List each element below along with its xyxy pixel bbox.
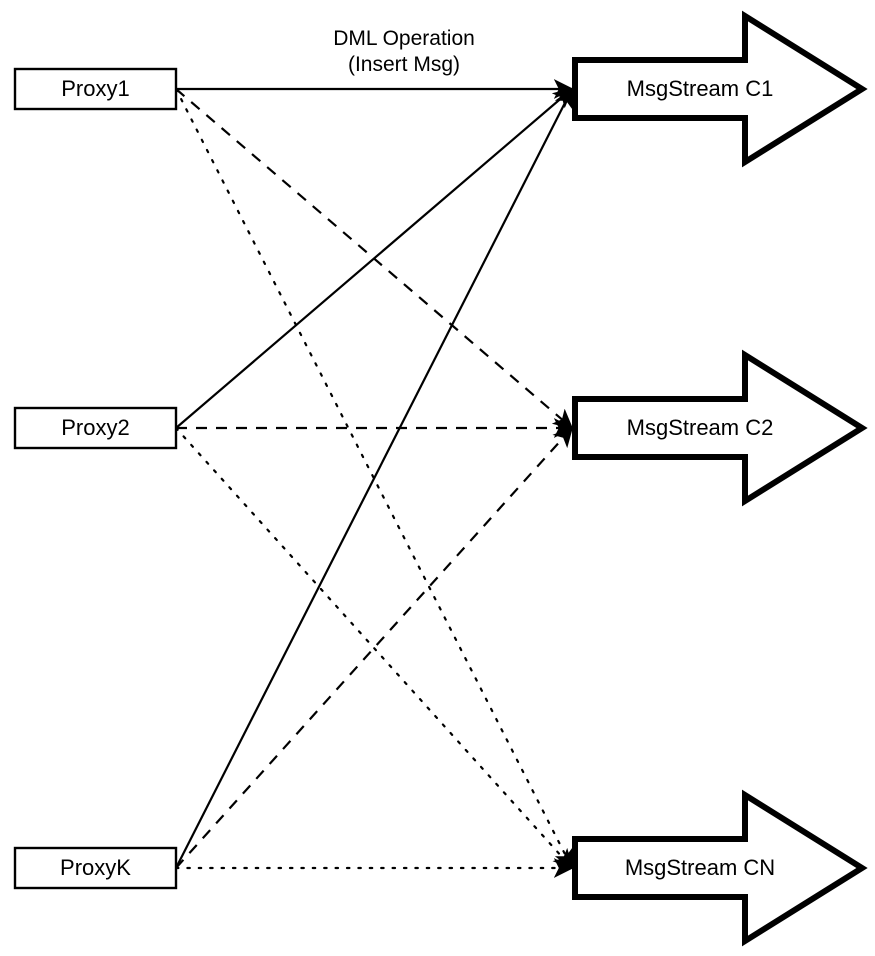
msgstream-arrow-shape [572, 789, 868, 947]
msgstream-label: MsgStream CN [625, 855, 775, 880]
proxy-label: Proxy2 [61, 415, 129, 440]
msgstream-label: MsgStream C2 [627, 415, 774, 440]
dml-operation-label: DML Operation (Insert Msg) [333, 27, 475, 76]
msgstream-node-c1[interactable]: MsgStream C1 [572, 10, 868, 168]
proxy-box-shape [13, 67, 178, 111]
proxy-box-shape [13, 846, 178, 890]
edge-proxyk-c1 [175, 87, 573, 869]
edge-label-line-1: DML Operation [333, 27, 475, 50]
proxy-node-proxy1[interactable]: Proxy1 [13, 67, 178, 111]
msgstream-arrow-shape [572, 349, 868, 507]
msgstream-arrow-shape [572, 10, 868, 168]
proxy-label: ProxyK [60, 855, 131, 880]
proxy-node-proxyk[interactable]: ProxyK [13, 846, 178, 890]
proxy-node-proxy2[interactable]: Proxy2 [13, 406, 178, 450]
msgstream-node-c2[interactable]: MsgStream C2 [572, 349, 868, 507]
proxy-box-shape [13, 406, 178, 450]
edge-layer [174, 79, 574, 878]
msgstream-node-cn[interactable]: MsgStream CN [572, 789, 868, 947]
target-layer: MsgStream C1 MsgStream C2 MsgStream CN [572, 10, 868, 947]
msgstream-label: MsgStream C1 [627, 76, 774, 101]
edge-label-line-2: (Insert Msg) [348, 53, 460, 76]
edge-proxy2-cn [174, 426, 574, 870]
edge-proxy2-c1 [175, 87, 574, 429]
proxy-label: Proxy1 [61, 76, 129, 101]
